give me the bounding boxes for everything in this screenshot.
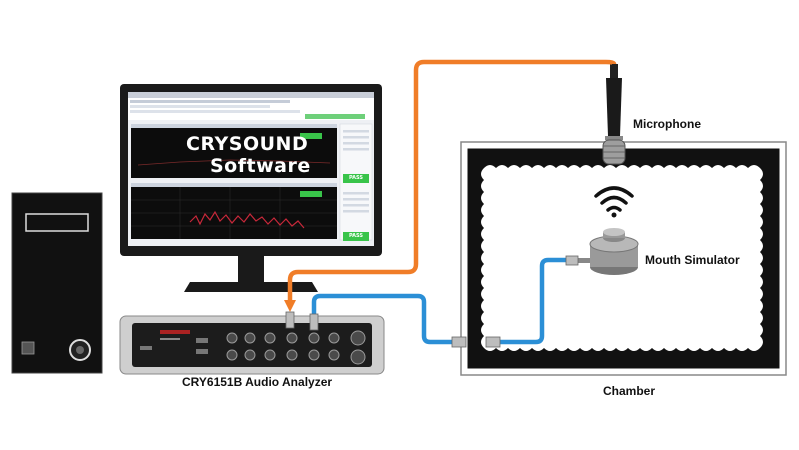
monitor [120,84,382,292]
sound-waves-icon [594,186,634,212]
orange-cable [287,59,617,300]
orange-arrow-icon [284,300,296,312]
blue-cable [311,293,452,345]
audio-analyzer [119,315,385,375]
mouth-simulator-label: Mouth Simulator [645,253,740,267]
pass-badge-1: PASS [343,174,369,183]
screen-title-line2: Software [210,155,311,177]
chamber-label: Chamber [603,384,656,398]
connector-orange [285,311,295,329]
connector-blue [309,313,319,331]
blue-cable-chamber [498,257,576,345]
connector-chamber-in [485,336,501,348]
microphone-icon [602,64,626,165]
connector-chamber-out [451,336,467,348]
usb-port-icon [21,341,35,355]
pass-badge-2: PASS [343,232,369,241]
connector-mouth [565,255,579,266]
microphone-label: Microphone [633,117,701,131]
spectrum-trace [189,210,305,229]
analyzer-label: CRY6151B Audio Analyzer [182,375,333,389]
mouth-simulator-icon [576,228,639,275]
pc-tower [11,192,103,374]
screen-title-line1: CRYSOUND [186,133,309,155]
chamber [460,141,787,376]
